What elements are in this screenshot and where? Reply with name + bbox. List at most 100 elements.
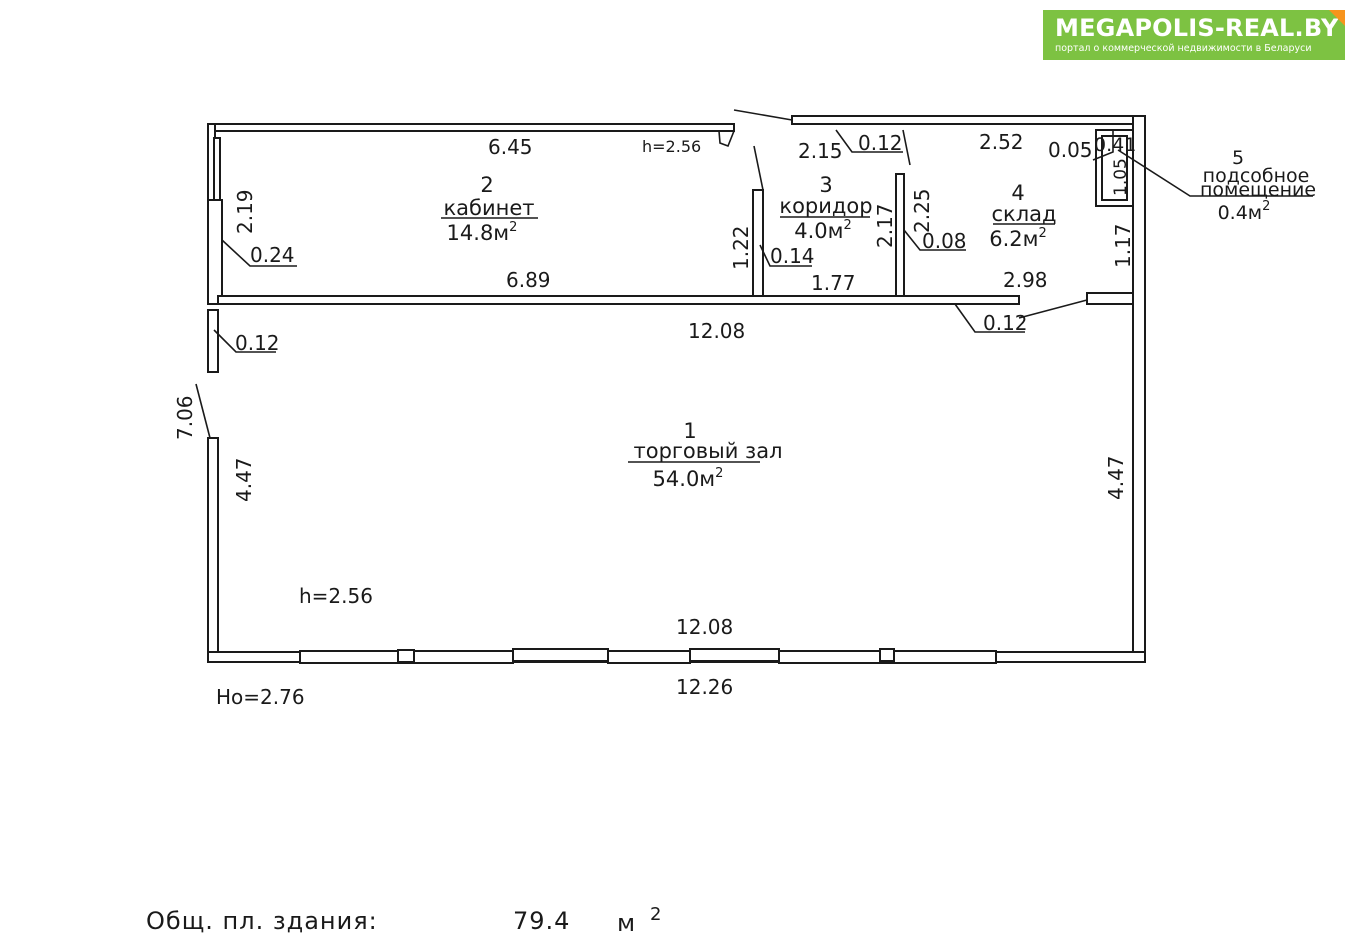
utility-room-inner	[1101, 135, 1128, 201]
room-4-name: склад	[991, 202, 1056, 226]
total-area-unit-exp: 2	[650, 904, 662, 925]
mullion-2	[512, 648, 609, 662]
dim-225: 2.25	[910, 188, 934, 233]
room-5-number: 5	[1232, 147, 1244, 169]
dim-storage-top: 2.52	[979, 130, 1024, 154]
dim-217: 2.17	[873, 203, 897, 248]
wall-partition	[217, 295, 1020, 305]
dim-005: 0.05	[1048, 138, 1093, 162]
room-5-name-line2: помещение	[1200, 179, 1316, 201]
wall-corridor-right	[895, 173, 905, 297]
room-3-area-exp: 2	[843, 218, 851, 233]
room-1-area-value: 54.0м	[653, 467, 716, 491]
wall-right	[1132, 115, 1146, 663]
room-2-area-exp: 2	[509, 220, 517, 235]
wall-partition-right	[1086, 292, 1134, 305]
mullion-3	[689, 648, 780, 662]
dimensions: 6.45 h=2.56 2.15 0.12 2.52 0.05 0.41 1.0…	[173, 130, 1136, 709]
dim-024: 0.24	[250, 243, 295, 267]
wall-left-cabinet	[207, 199, 223, 305]
total-area: Общ. пл. здания: 79.4 м 2	[146, 904, 662, 937]
door-swing-entry	[733, 109, 793, 121]
dim-corridor-bottom: 1.77	[811, 271, 856, 295]
dim-012-left: 0.12	[235, 331, 280, 355]
room-4: 4 склад 6.2м2	[989, 181, 1056, 251]
dim-storage-bottom: 2.98	[1003, 268, 1048, 292]
dim-041: 0.41	[1094, 134, 1136, 156]
leader-012-right	[954, 303, 1025, 333]
leader-014	[759, 244, 812, 267]
dim-ho: Ho=2.76	[216, 685, 305, 709]
dim-706: 7.06	[173, 395, 197, 440]
door-swing-storage	[902, 129, 911, 166]
dim-corridor-top: 2.15	[798, 139, 843, 163]
dim-outer-bottom: 12.26	[676, 675, 733, 699]
leader-008	[903, 229, 966, 251]
window-left	[213, 137, 221, 201]
total-area-label: Общ. пл. здания:	[146, 907, 378, 935]
room-5-area-exp: 2	[1262, 199, 1270, 214]
room-2: 2 кабинет 14.8м2	[443, 173, 534, 245]
dim-117: 1.17	[1111, 223, 1135, 268]
room-4-area-exp: 2	[1038, 226, 1046, 241]
leader-012-top	[835, 129, 903, 153]
room-1-name: торговый зал	[633, 439, 782, 463]
window-bottom-2	[607, 650, 691, 664]
room-1-number: 1	[683, 419, 696, 443]
wall-left-hall-upper	[207, 309, 219, 373]
wall-corridor-left	[752, 189, 764, 297]
dim-hall-height: h=2.56	[299, 584, 373, 608]
wall-top-left	[207, 123, 735, 132]
room-5: 5 подсобное помещение 0.4м2	[1200, 147, 1316, 224]
dim-cabinet-height: h=2.56	[642, 137, 701, 156]
leader-lines	[195, 109, 1313, 463]
room-4-area-value: 6.2м	[989, 227, 1038, 251]
dim-hall-top: 12.08	[688, 319, 745, 343]
room-3-name: коридор	[779, 194, 872, 218]
mullion-4	[879, 648, 895, 662]
room-3-area: 4.0м2	[794, 218, 852, 243]
room-3-number: 3	[819, 173, 832, 197]
dim-219: 2.19	[233, 189, 257, 234]
wall-top-right	[791, 115, 1145, 125]
door-cabinet-notch	[718, 130, 735, 148]
room-1-area: 54.0м2	[653, 466, 724, 491]
total-area-value: 79.4	[513, 907, 570, 935]
room-5-name-line1: подсобное	[1203, 165, 1310, 187]
room-1: 1 торговый зал 54.0м2	[633, 419, 782, 491]
room-3: 3 коридор 4.0м2	[779, 173, 872, 243]
room-2-number: 2	[480, 173, 493, 197]
dim-012-right: 0.12	[983, 311, 1028, 335]
room-2-area: 14.8м2	[447, 220, 518, 245]
leader-024	[221, 239, 297, 267]
dim-cabinet-top: 6.45	[488, 135, 533, 159]
logo-name: MEGAPOLIS-REAL.BY	[1055, 14, 1339, 42]
dim-014: 0.14	[770, 244, 815, 268]
dim-hall-left: 4.47	[232, 457, 256, 502]
leader-utility	[1117, 149, 1313, 197]
leader-012-left	[213, 329, 276, 353]
dim-105: 1.05	[1111, 158, 1131, 196]
room-3-area-value: 4.0м	[794, 219, 843, 243]
room-labels: 1 торговый зал 54.0м2 2 кабинет 14.8м2 3…	[443, 147, 1316, 491]
dim-cabinet-bottom: 6.89	[506, 268, 551, 292]
room-2-area-value: 14.8м	[447, 221, 510, 245]
dim-122: 1.22	[729, 225, 753, 270]
room-1-area-exp: 2	[715, 466, 723, 481]
leader-005	[1092, 130, 1114, 161]
room-2-name: кабинет	[443, 196, 534, 220]
logo-tagline: портал о коммерческой недвижимости в Бел…	[1055, 43, 1312, 54]
walls	[207, 115, 1146, 664]
wall-left-hall-lower	[207, 437, 219, 663]
dim-008: 0.08	[922, 229, 967, 253]
room-4-area: 6.2м2	[989, 226, 1047, 251]
dim-hall-bottom: 12.08	[676, 615, 733, 639]
mullion-1	[397, 649, 415, 663]
dim-wall-top: 0.12	[858, 131, 903, 155]
site-logo[interactable]: MEGAPOLIS-REAL.BY портал о коммерческой …	[1043, 10, 1345, 60]
room-4-number: 4	[1011, 181, 1024, 205]
room-5-area: 0.4м2	[1218, 199, 1271, 224]
door-swing-hall	[1018, 299, 1088, 319]
logo-corner-accent	[1329, 10, 1345, 26]
